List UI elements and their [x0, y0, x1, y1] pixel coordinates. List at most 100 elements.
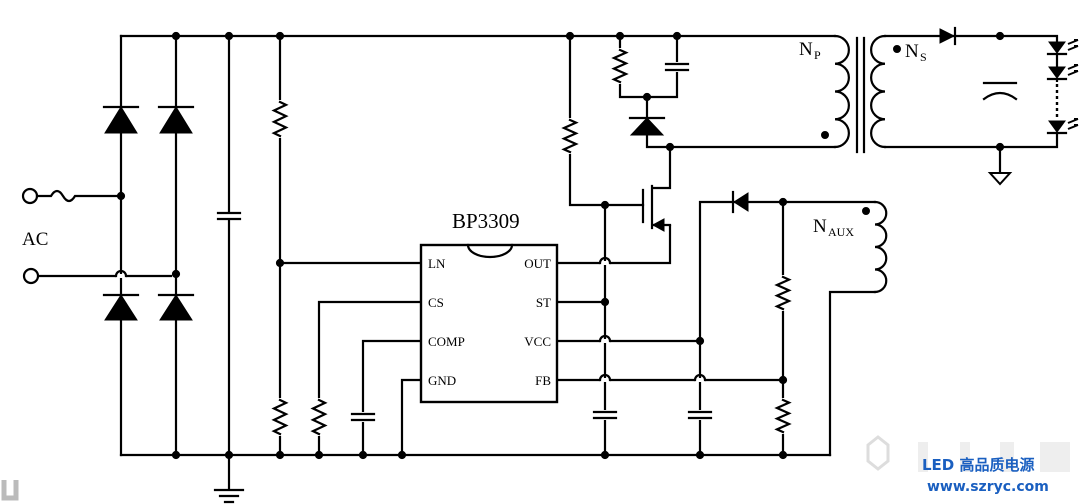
diode-icon [159, 294, 193, 321]
diode-icon [104, 106, 138, 134]
pin-vcc: VCC [524, 334, 551, 349]
junction-dot [314, 450, 324, 460]
mosfet-icon [641, 145, 672, 230]
pin-st: ST [536, 295, 551, 310]
svg-text:P: P [814, 48, 821, 62]
junction-dot [275, 31, 285, 41]
capacitor-icon [664, 62, 690, 72]
resistor-icon [271, 100, 289, 138]
junction-dot [695, 450, 705, 460]
corner-mark-icon [1, 480, 19, 501]
ac-terminal-icon [21, 187, 39, 205]
junction-dot [600, 200, 610, 210]
junction-dot [397, 450, 407, 460]
light-emission-icon [1067, 64, 1079, 76]
junction-dot [224, 450, 234, 460]
wire-crossover [114, 269, 128, 278]
junction-dot [665, 142, 675, 152]
ic-pin-labels: LN CS COMP GND OUT ST VCC FB [428, 256, 551, 388]
ic-notch [466, 243, 514, 259]
fuse-icon [35, 189, 123, 203]
led-icon [1048, 66, 1066, 79]
pin-cs: CS [428, 295, 444, 310]
resistor-icon [611, 48, 629, 84]
watermark-url: www.szryc.com [927, 479, 1049, 495]
wire [361, 339, 423, 457]
wire-crossover [693, 373, 707, 382]
resistor-icon [774, 398, 792, 434]
polarity-dot [893, 45, 901, 53]
wire [317, 300, 423, 457]
junction-dot [995, 142, 1005, 152]
svg-text:AUX: AUX [828, 225, 854, 239]
svg-text:S: S [920, 50, 927, 64]
junction-dot [358, 450, 368, 460]
output-diode-icon [939, 28, 956, 44]
junction-dot [642, 92, 652, 102]
junction-dot [600, 450, 610, 460]
components [21, 26, 1079, 504]
ac-terminal-icon [22, 267, 40, 285]
wire-crossover [598, 334, 612, 343]
wire [555, 224, 672, 265]
junction-dot [171, 450, 181, 460]
junction-dot [565, 31, 575, 41]
resistor-icon [310, 398, 328, 436]
junction-dot [778, 375, 788, 385]
wire [568, 34, 645, 207]
ac-label: AC [22, 229, 48, 250]
diode-icon [159, 106, 193, 134]
light-emission-icon [1067, 118, 1079, 130]
aux-diode-icon [733, 192, 749, 212]
output-capacitor-icon [982, 81, 1018, 101]
junction-dot [171, 269, 181, 279]
pin-fb: FB [535, 373, 551, 388]
svg-text:N: N [905, 41, 919, 62]
naux-label: N AUX [813, 216, 854, 239]
resistor-icon [271, 398, 289, 436]
inductor-winding-icon [833, 34, 850, 149]
junction-dot [995, 31, 1005, 41]
capacitor-icon [216, 211, 242, 221]
light-emission-icon [1067, 39, 1079, 51]
svg-text:N: N [799, 39, 813, 60]
junction-dot [224, 31, 234, 41]
resistor-icon [561, 118, 579, 154]
ic-name: BP3309 [452, 209, 520, 233]
junction-dot [672, 31, 682, 41]
mosfet-arrow-icon [651, 218, 665, 232]
wire [645, 95, 837, 149]
pin-ln: LN [428, 256, 446, 271]
pin-out: OUT [524, 256, 551, 271]
capacitor-icon [350, 412, 376, 422]
np-label: N P [799, 39, 821, 62]
led-icon [1048, 120, 1066, 133]
pin-gnd: GND [428, 373, 456, 388]
polarity-dot [821, 131, 829, 139]
ic-bp3309 [419, 243, 559, 404]
wire-crossover [598, 373, 612, 382]
wire [698, 200, 877, 457]
junction-dot [171, 31, 181, 41]
pin-comp: COMP [428, 334, 465, 349]
junction-dot [778, 197, 788, 207]
junction-dot [615, 31, 625, 41]
led-icon [1048, 41, 1066, 54]
secondary-ground-icon [987, 172, 1013, 186]
capacitor-icon [687, 410, 713, 420]
diode-icon [629, 117, 665, 136]
inductor-winding-icon [873, 200, 888, 294]
wire-crossover [598, 256, 612, 265]
ground-icon [213, 488, 245, 504]
watermark: LED 高品质电源 www.szryc.com [866, 435, 1070, 495]
transformer-core-icon [855, 36, 866, 154]
resistor-icon [774, 275, 792, 311]
ns-label: N S [905, 41, 927, 64]
junction-dot [275, 450, 285, 460]
junction-dot [275, 258, 285, 268]
junction-dot [778, 450, 788, 460]
wire [400, 378, 423, 457]
junction-dot [600, 297, 610, 307]
